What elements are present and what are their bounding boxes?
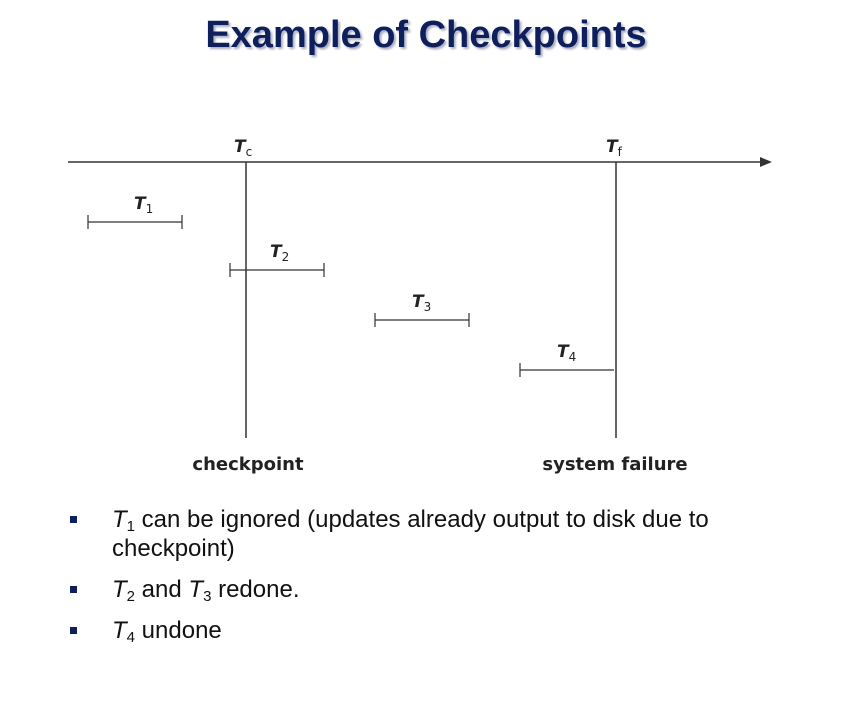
svg-text:T3: T3 (412, 292, 431, 314)
transaction-t1: T1 (87, 194, 183, 229)
square-bullet-icon (70, 627, 77, 634)
tc-label: Tc (234, 137, 252, 159)
transaction-t4: T4 (519, 342, 614, 377)
svg-text:T4: T4 (557, 342, 576, 364)
transaction-t3: T3 (374, 292, 470, 327)
system-failure-label: system failure (542, 454, 687, 475)
bullet-item-t4: T4 undone (66, 616, 826, 645)
tf-label: Tf (606, 137, 623, 159)
square-bullet-icon (70, 516, 77, 523)
checkpoint-diagram: Tc Tf T1 T2 T3 T4 checkpoint system fail… (68, 137, 772, 475)
checkpoint-label: checkpoint (192, 454, 304, 475)
square-bullet-icon (70, 586, 77, 593)
time-axis-arrowhead (760, 157, 772, 167)
svg-text:T1: T1 (134, 194, 153, 216)
transaction-t2: T2 (229, 242, 325, 277)
bullet-item-t1: T1 can be ignored (updates already outpu… (66, 505, 826, 563)
slide-title: Example of Checkpoints (205, 14, 647, 56)
bullet-list: T1 can be ignored (updates already outpu… (66, 505, 826, 657)
svg-text:T2: T2 (270, 242, 289, 264)
bullet-item-t2-t3: T2 and T3 redone. (66, 575, 826, 604)
